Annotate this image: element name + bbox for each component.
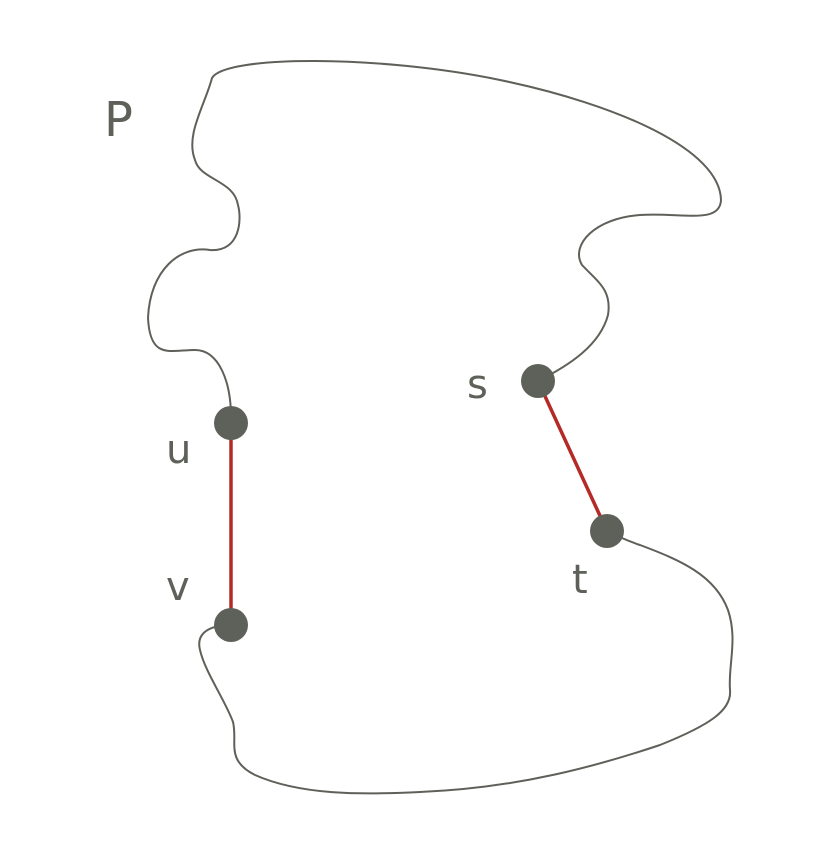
vertex-label-v: v xyxy=(166,564,190,610)
vertex-label-t: t xyxy=(572,557,588,603)
vertex-u xyxy=(214,406,248,440)
edge-s-t xyxy=(536,379,609,533)
vertex-t xyxy=(590,514,624,548)
boundary-curve-lower xyxy=(198,530,734,795)
vertex-s xyxy=(521,364,555,398)
vertex-label-u: u xyxy=(166,427,191,473)
region-label-p: P xyxy=(104,92,133,148)
vertex-v xyxy=(214,608,248,642)
vertex-label-s: s xyxy=(467,362,488,408)
boundary-curve-upper xyxy=(147,60,722,424)
